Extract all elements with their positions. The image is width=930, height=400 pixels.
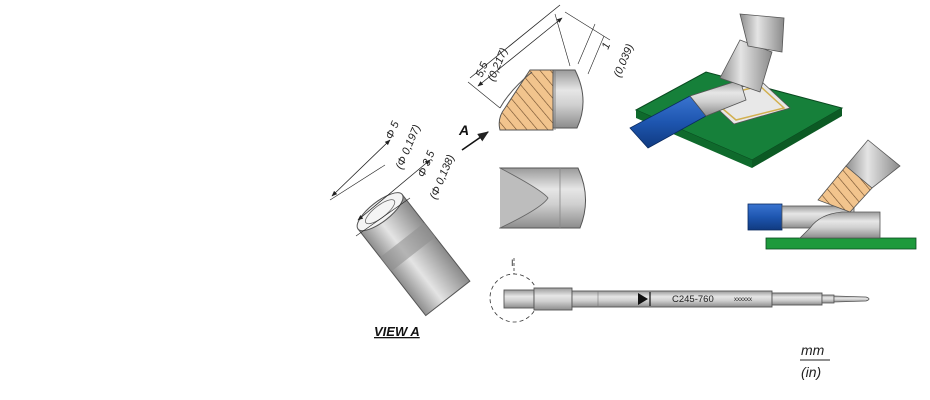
view-a-caption: VIEW A	[374, 324, 420, 339]
detail-marker: I	[511, 258, 514, 268]
outer-diameter-mm-label: Φ 5	[384, 119, 403, 141]
tip-side-view	[499, 167, 586, 229]
tip-top-view	[498, 69, 584, 131]
units-primary: mm	[801, 342, 825, 358]
view-a-arrow-label: A	[458, 122, 469, 138]
offset-mm-label: 1	[600, 41, 613, 51]
view-a-arrow: A	[458, 122, 489, 151]
direction-marker-icon	[638, 293, 648, 305]
offset-dimension: 1 (0,039)	[564, 11, 637, 79]
serial-placeholder: xxxxxx	[734, 297, 752, 303]
cartridge-full: I C245-760 xxxxxx	[489, 258, 870, 323]
units-legend: mm (in)	[800, 342, 830, 380]
inner-diameter-mm-label: Φ 3,5	[416, 148, 438, 179]
application-3d-view	[629, 13, 844, 168]
view-a-drawing	[356, 192, 471, 317]
length-mm-label: 5,5	[474, 60, 491, 80]
offset-inch-label: (0,039)	[612, 42, 637, 79]
part-number: C245-760	[672, 294, 714, 305]
application-side-view	[747, 139, 917, 250]
units-secondary: (in)	[801, 364, 821, 380]
